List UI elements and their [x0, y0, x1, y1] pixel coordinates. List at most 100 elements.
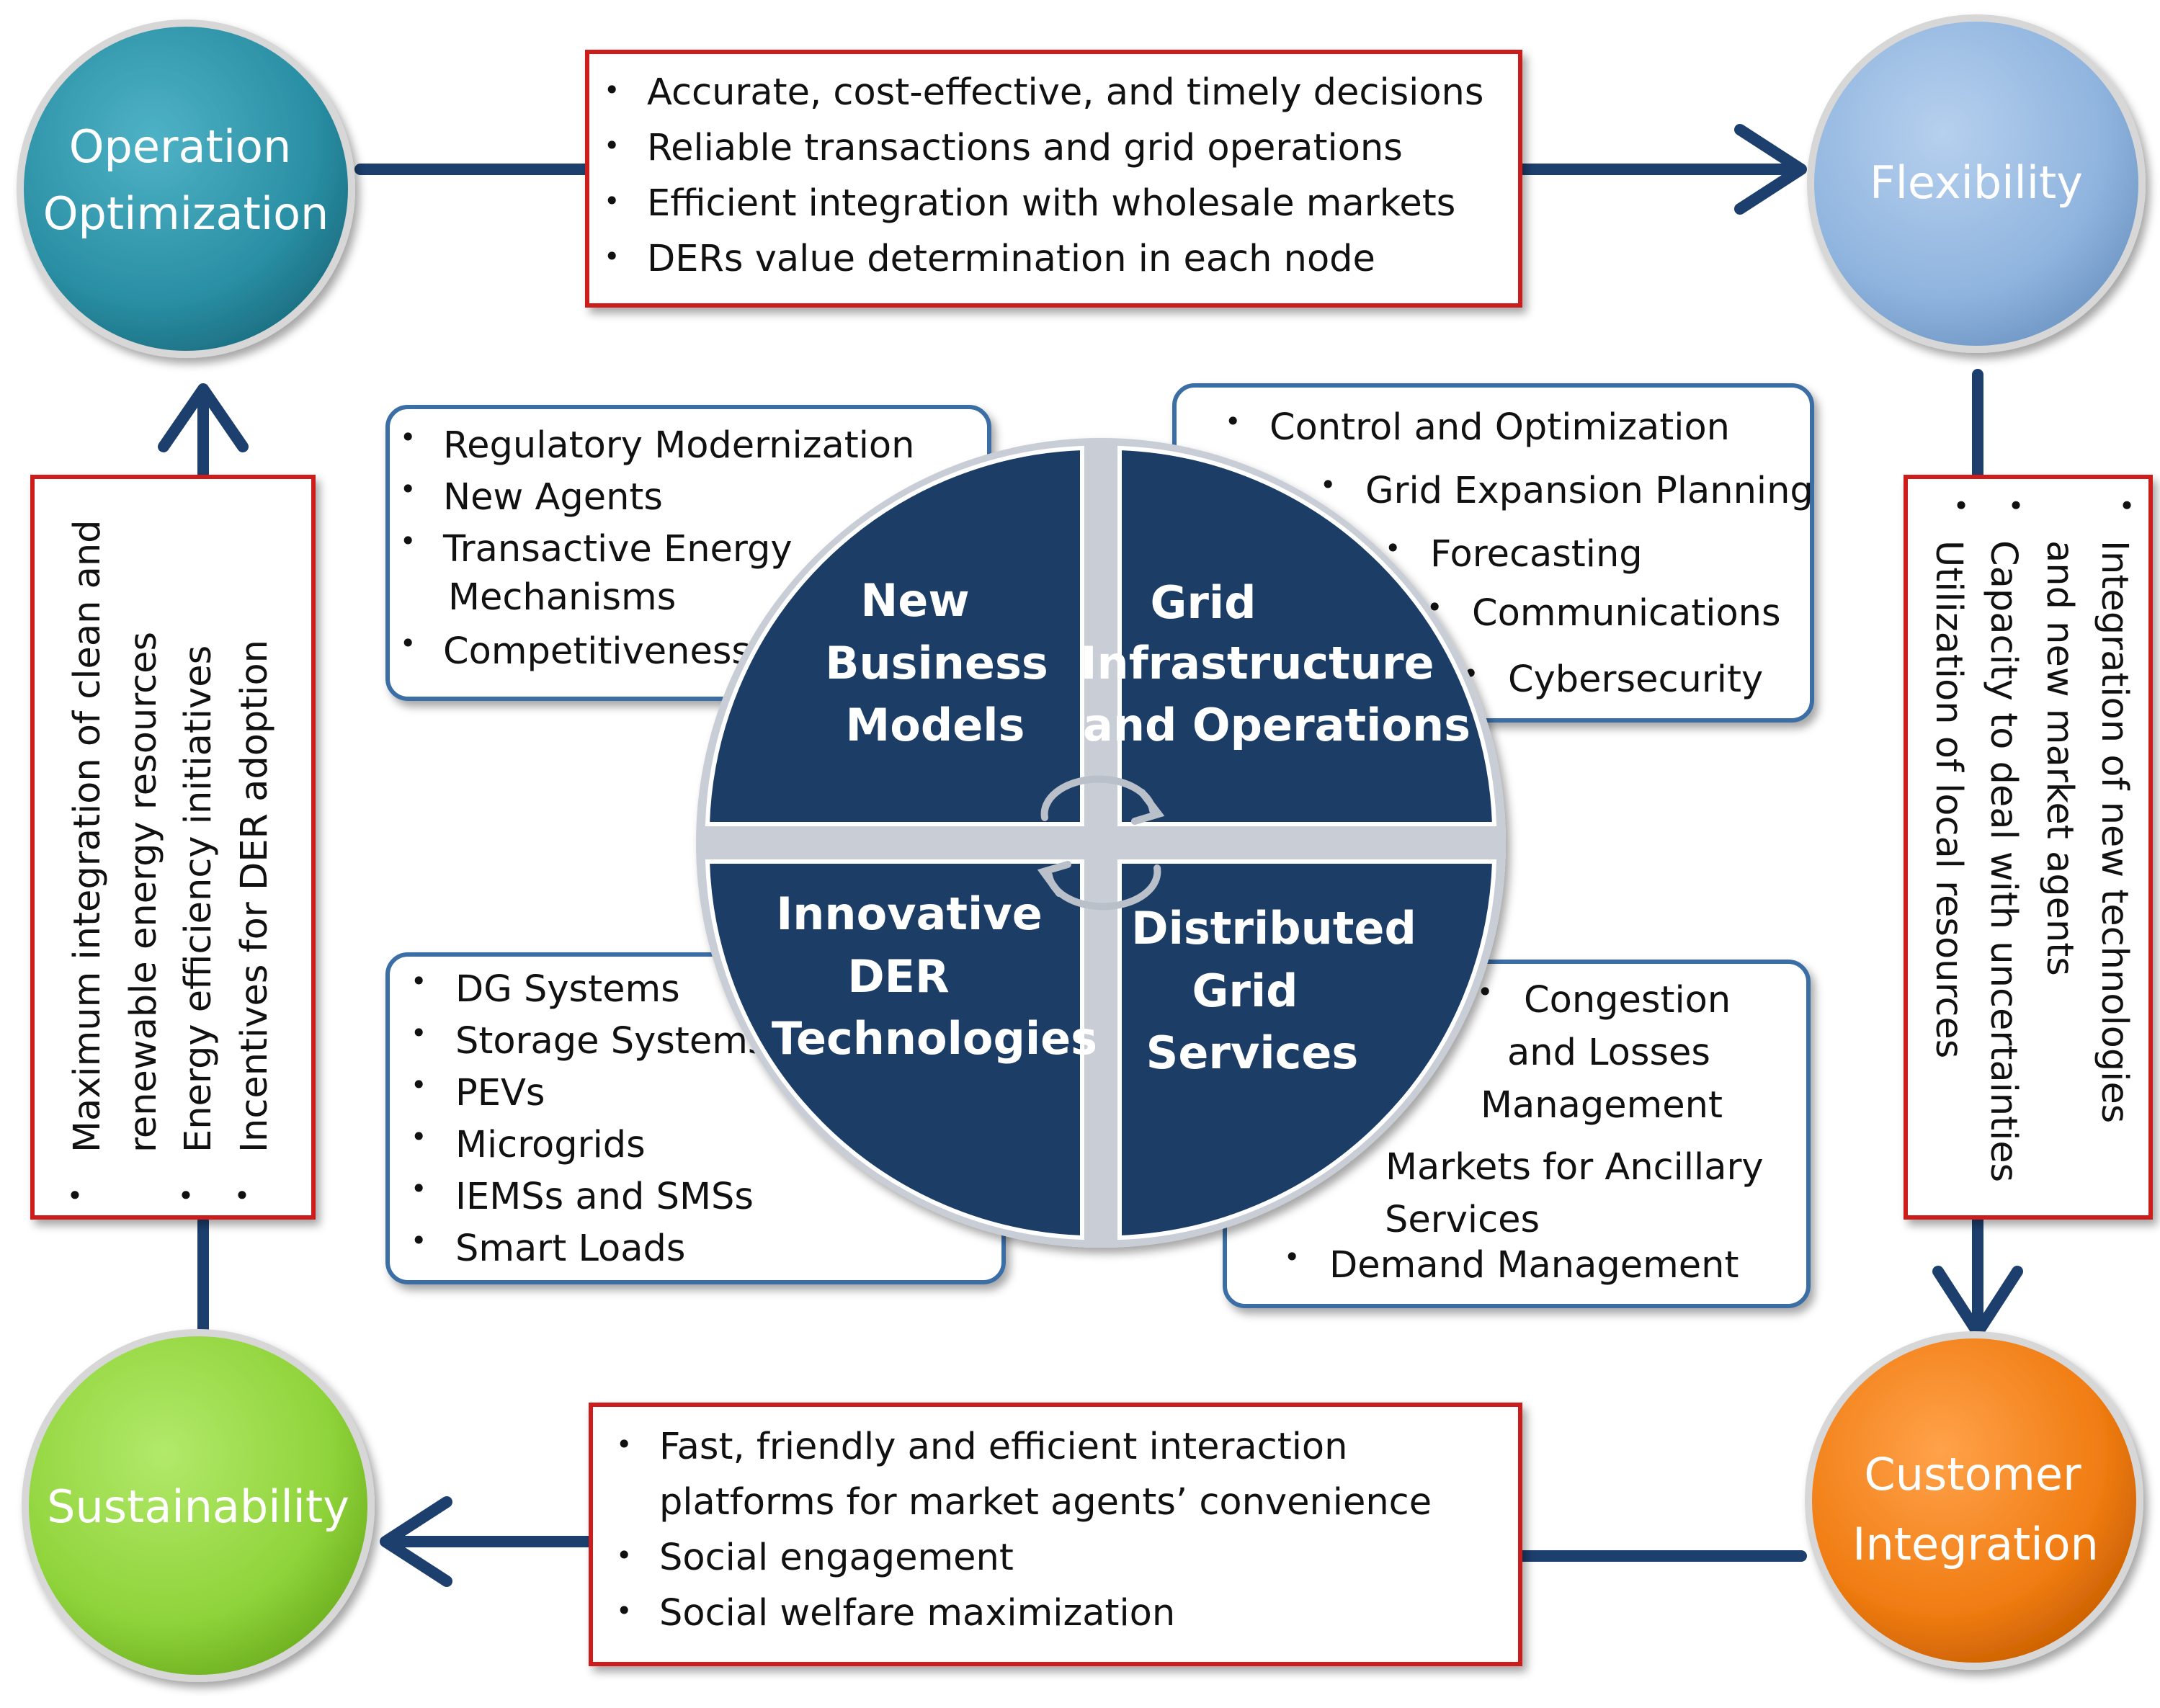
innovative-der-label-1: Innovative	[776, 887, 1043, 940]
grid-infrastructure-label-2: Infrastructure	[1080, 637, 1434, 689]
services-list-item: Markets for Ancillary	[1385, 1146, 1764, 1189]
quadrant-grid-infrastructure	[1117, 445, 1497, 826]
der-list-item: PEVs	[455, 1072, 545, 1114]
right-box-item: Utilization of local resources	[1927, 540, 1970, 1058]
distributed-grid-services-label-3: Services	[1146, 1027, 1359, 1079]
der-list-item: IEMSs and SMSs	[455, 1176, 754, 1218]
top-box-item: Reliable transactions and grid operation…	[647, 127, 1403, 169]
right-box-item: Capacity to deal with uncertainties	[1982, 540, 2025, 1182]
new-business-models-label-1: New	[860, 574, 969, 627]
innovative-der-label-2: DER	[847, 950, 950, 1003]
svg-text:•: •	[616, 1595, 632, 1627]
grid-infrastructure-label-1: Grid	[1150, 576, 1256, 629]
customer-integration-label-2: Integration	[1852, 1518, 2099, 1570]
svg-text:•: •	[227, 1187, 259, 1203]
svg-text:•: •	[400, 525, 416, 557]
quadrant-distributed-grid-services	[1117, 859, 1497, 1240]
services-list-item: Demand Management	[1329, 1244, 1739, 1287]
svg-text:•: •	[2110, 497, 2142, 513]
services-list-item: Congestion	[1524, 979, 1731, 1021]
customer-integration-label-1: Customer	[1864, 1448, 2081, 1501]
der-list-item: Storage Systems	[455, 1020, 767, 1063]
top-box-item: Efficient integration with wholesale mar…	[647, 182, 1455, 225]
svg-text:•: •	[1225, 406, 1241, 437]
left-box-item: Maximum integration of clean and	[66, 519, 109, 1153]
svg-text:•: •	[411, 1017, 427, 1049]
grid-list-item: Control and Optimization	[1269, 406, 1730, 449]
svg-text:•: •	[604, 74, 620, 106]
quadrant-new-business-models	[705, 445, 1084, 826]
bottom-benefits-box: • Fast, friendly and efficient interacti…	[589, 1403, 1522, 1666]
right-benefits-box: • Integration of new technologies and ne…	[1904, 475, 2153, 1220]
new-business-models-label-2: Business	[825, 637, 1048, 689]
services-list-box: • Congestion and Losses Management • Mar…	[1223, 960, 1811, 1308]
svg-text:•: •	[400, 627, 416, 659]
svg-text:•: •	[1284, 1241, 1300, 1273]
left-box-item: Incentives for DER adoption	[233, 640, 276, 1153]
svg-text:•: •	[411, 1173, 427, 1204]
right-box-item: and new market agents	[2038, 540, 2081, 976]
business-list-item: Transactive Energy	[442, 528, 793, 571]
services-list-item: Management	[1481, 1084, 1723, 1127]
services-list-item: Services	[1385, 1199, 1540, 1241]
distributed-grid-services-label-2: Grid	[1192, 965, 1298, 1017]
svg-text:•: •	[604, 241, 620, 272]
top-box-item: Accurate, cost-effective, and timely dec…	[647, 71, 1483, 114]
der-list-item: Smart Loads	[455, 1228, 685, 1270]
right-box-item: Integration of new technologies	[2093, 540, 2136, 1123]
flexibility-label: Flexibility	[1870, 156, 2083, 209]
customer-integration-node: Customer Integration	[1805, 1331, 2143, 1670]
cycle-arrows-icon	[1037, 775, 1165, 911]
left-benefits-box: • Maximum integration of clean and renew…	[30, 475, 316, 1220]
distributed-grid-services-label-1: Distributed	[1131, 902, 1416, 954]
svg-text:•: •	[1320, 469, 1336, 501]
svg-text:•: •	[604, 130, 620, 161]
svg-text:•: •	[400, 421, 416, 453]
bottom-box-item: Fast, friendly and efficient interaction	[659, 1426, 1347, 1468]
svg-text:•: •	[411, 1225, 427, 1256]
bottom-box-item: platforms for market agents’ convenience	[659, 1481, 1432, 1524]
top-benefits-box: • Accurate, cost-effective, and timely d…	[585, 50, 1522, 308]
svg-text:•: •	[1477, 976, 1493, 1008]
svg-text:•: •	[616, 1539, 632, 1571]
svg-text:•: •	[411, 1121, 427, 1153]
svg-text:•: •	[1999, 497, 2031, 513]
quadrant-innovative-der	[705, 859, 1084, 1240]
left-box-item: Energy efficiency initiatives	[177, 645, 220, 1153]
svg-text:•: •	[411, 1069, 427, 1101]
new-business-models-label-3: Models	[846, 699, 1025, 751]
grid-list-item: Communications	[1472, 592, 1781, 635]
flexibility-node: Flexibility	[1807, 14, 2146, 353]
der-list-item: Microgrids	[455, 1124, 646, 1166]
grid-list-item: Cybersecurity	[1508, 658, 1763, 701]
business-list-item: Competitiveness	[443, 630, 751, 673]
sustainability-label: Sustainability	[47, 1480, 349, 1533]
business-list-item: New Agents	[443, 476, 663, 519]
der-list-item: DG Systems	[455, 968, 680, 1011]
bottom-box-item: Social engagement	[659, 1537, 1014, 1579]
svg-text:•: •	[400, 473, 416, 505]
svg-text:•: •	[60, 1187, 92, 1203]
bottom-box-item: Social welfare maximization	[659, 1592, 1175, 1635]
grid-infrastructure-label-3: and Operations	[1083, 699, 1471, 751]
sustainability-node: Sustainability	[22, 1329, 375, 1682]
svg-text:•: •	[171, 1187, 202, 1203]
operation-optimization-label-1: Operation	[69, 120, 292, 173]
services-list-item: and Losses	[1507, 1032, 1710, 1074]
operation-optimization-node: Operation Optimization	[17, 19, 355, 358]
grid-list-item: Forecasting	[1430, 533, 1643, 576]
svg-text:•: •	[1945, 497, 1976, 513]
svg-text:•: •	[604, 185, 620, 217]
top-box-item: DERs value determination in each node	[647, 238, 1375, 280]
svg-text:•: •	[1385, 532, 1401, 564]
svg-text:•: •	[411, 965, 427, 997]
innovative-der-label-3: Technologies	[772, 1012, 1097, 1065]
business-list-item: Mechanisms	[448, 576, 676, 619]
svg-text:•: •	[616, 1428, 632, 1460]
quadrant-labels: New Business Models Grid Infrastructure …	[772, 574, 1471, 1079]
operation-optimization-label-2: Optimization	[43, 187, 329, 240]
left-box-item: renewable energy resources	[122, 632, 165, 1153]
business-list-item: Regulatory Modernization	[443, 424, 914, 467]
